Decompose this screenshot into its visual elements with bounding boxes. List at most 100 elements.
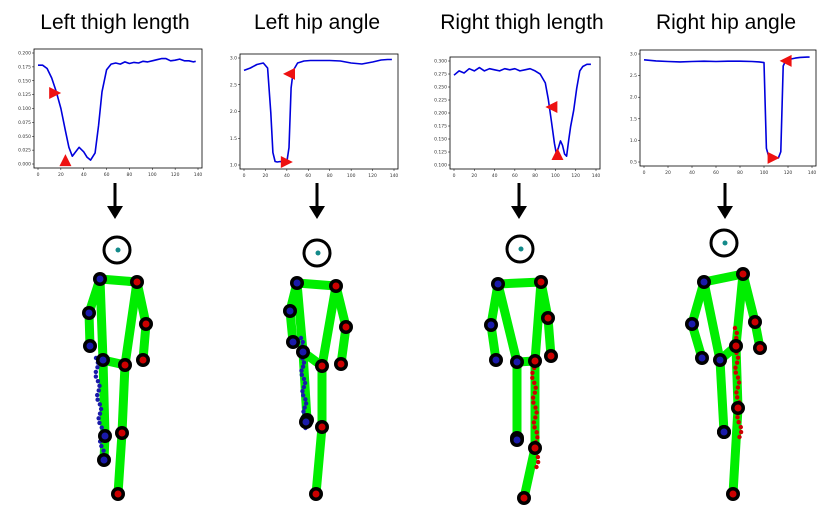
trail-dot bbox=[93, 369, 99, 375]
down-arrow-head bbox=[717, 206, 733, 219]
x-tick-label: 40 bbox=[284, 173, 290, 179]
x-tick-label: 80 bbox=[127, 172, 133, 178]
x-tick-label: 0 bbox=[243, 173, 246, 179]
bone bbox=[715, 355, 729, 437]
head bbox=[302, 238, 332, 268]
stick-figure bbox=[82, 235, 153, 501]
x-tick-label: 120 bbox=[171, 172, 180, 178]
right-joint bbox=[544, 314, 552, 322]
x-tick-label: 120 bbox=[571, 173, 580, 179]
panel-title: Right hip angle bbox=[656, 11, 796, 34]
x-tick-label: 0 bbox=[37, 172, 40, 178]
trail-dot bbox=[532, 390, 537, 395]
x-tick-label: 60 bbox=[305, 173, 311, 179]
trail-dot bbox=[301, 393, 306, 398]
trail-dot bbox=[532, 425, 537, 430]
bone bbox=[317, 281, 341, 371]
right-joint bbox=[739, 270, 747, 278]
right-joint bbox=[332, 282, 340, 290]
x-tick-label: 0 bbox=[643, 170, 646, 176]
trail-dot bbox=[303, 401, 309, 406]
trail-dot bbox=[301, 360, 307, 365]
x-tick-label: 60 bbox=[512, 173, 518, 179]
bone bbox=[699, 277, 725, 365]
trail-dot bbox=[300, 388, 305, 394]
trail-dot bbox=[530, 375, 535, 381]
x-tick-label: 80 bbox=[532, 173, 538, 179]
trail-dot bbox=[95, 378, 101, 384]
x-tick-label: 100 bbox=[347, 173, 356, 179]
trail-dot bbox=[738, 429, 744, 435]
trail-dot bbox=[97, 420, 102, 426]
triangle-marker bbox=[59, 154, 72, 167]
left-joint bbox=[299, 348, 307, 356]
trail-dot bbox=[301, 376, 307, 382]
left-joint bbox=[494, 280, 502, 288]
trail-dot bbox=[734, 335, 739, 341]
y-tick-label: 0.100 bbox=[18, 106, 31, 112]
y-tick-label: 1.5 bbox=[630, 116, 637, 122]
trail-dot bbox=[96, 388, 101, 393]
left-joint bbox=[96, 275, 104, 283]
trail-dot bbox=[301, 409, 306, 414]
series-line bbox=[453, 63, 591, 157]
y-tick-label: 0.075 bbox=[18, 120, 31, 126]
y-tick-label: 0.125 bbox=[18, 92, 31, 98]
y-tick-label: 1.0 bbox=[230, 163, 237, 169]
trail-dot bbox=[302, 405, 307, 410]
x-tick-label: 20 bbox=[58, 172, 64, 178]
left-joint bbox=[487, 321, 495, 329]
x-tick-label: 80 bbox=[737, 170, 743, 176]
trail-dot bbox=[531, 420, 537, 425]
bone bbox=[493, 279, 522, 367]
trail-dot bbox=[302, 380, 308, 386]
triangle-marker bbox=[767, 151, 780, 164]
trail-dot bbox=[534, 410, 539, 415]
down-arrow-head bbox=[309, 206, 325, 219]
x-tick-label: 120 bbox=[368, 173, 377, 179]
trail-dot bbox=[535, 454, 541, 460]
y-tick-label: 2.0 bbox=[630, 95, 637, 101]
right-joint bbox=[537, 278, 545, 286]
x-tick-label: 40 bbox=[81, 172, 87, 178]
y-tick-label: 0.175 bbox=[18, 64, 31, 70]
x-tick-label: 100 bbox=[148, 172, 157, 178]
trail-dot bbox=[735, 395, 740, 400]
trail-dot bbox=[734, 330, 739, 336]
trail-dot bbox=[300, 364, 306, 369]
trail-dot bbox=[299, 368, 304, 373]
trail-dot bbox=[298, 335, 304, 341]
down-arrow-head bbox=[511, 206, 527, 219]
y-tick-label: 0.225 bbox=[434, 98, 447, 104]
y-tick-label: 0.050 bbox=[18, 134, 31, 140]
head-dot bbox=[115, 247, 121, 253]
x-tick-label: 20 bbox=[471, 173, 477, 179]
left-joint bbox=[286, 307, 294, 315]
trail-dot bbox=[535, 435, 540, 440]
x-tick-label: 80 bbox=[327, 173, 333, 179]
right-joint bbox=[734, 404, 742, 412]
trail-dot bbox=[300, 339, 305, 345]
left-joint bbox=[293, 279, 301, 287]
right-joint bbox=[118, 429, 126, 437]
left-joint bbox=[289, 338, 297, 346]
right-joint bbox=[312, 490, 320, 498]
left-joint bbox=[99, 356, 107, 364]
trail-dot bbox=[533, 385, 538, 390]
trail-dot bbox=[734, 390, 739, 395]
trail-dot bbox=[299, 372, 305, 378]
x-tick-label: 60 bbox=[713, 170, 719, 176]
right-joint bbox=[133, 278, 141, 286]
left-joint bbox=[688, 320, 696, 328]
bone bbox=[493, 277, 546, 289]
x-tick-label: 20 bbox=[665, 170, 671, 176]
series-line bbox=[38, 57, 196, 161]
trail-dot bbox=[303, 397, 308, 402]
trail-dot bbox=[535, 459, 541, 465]
x-tick-label: 100 bbox=[551, 173, 560, 179]
trail-dot bbox=[97, 383, 102, 389]
trail-dot bbox=[534, 430, 539, 435]
bone bbox=[117, 360, 130, 438]
trail-dot bbox=[97, 402, 103, 407]
right-joint bbox=[531, 357, 539, 365]
